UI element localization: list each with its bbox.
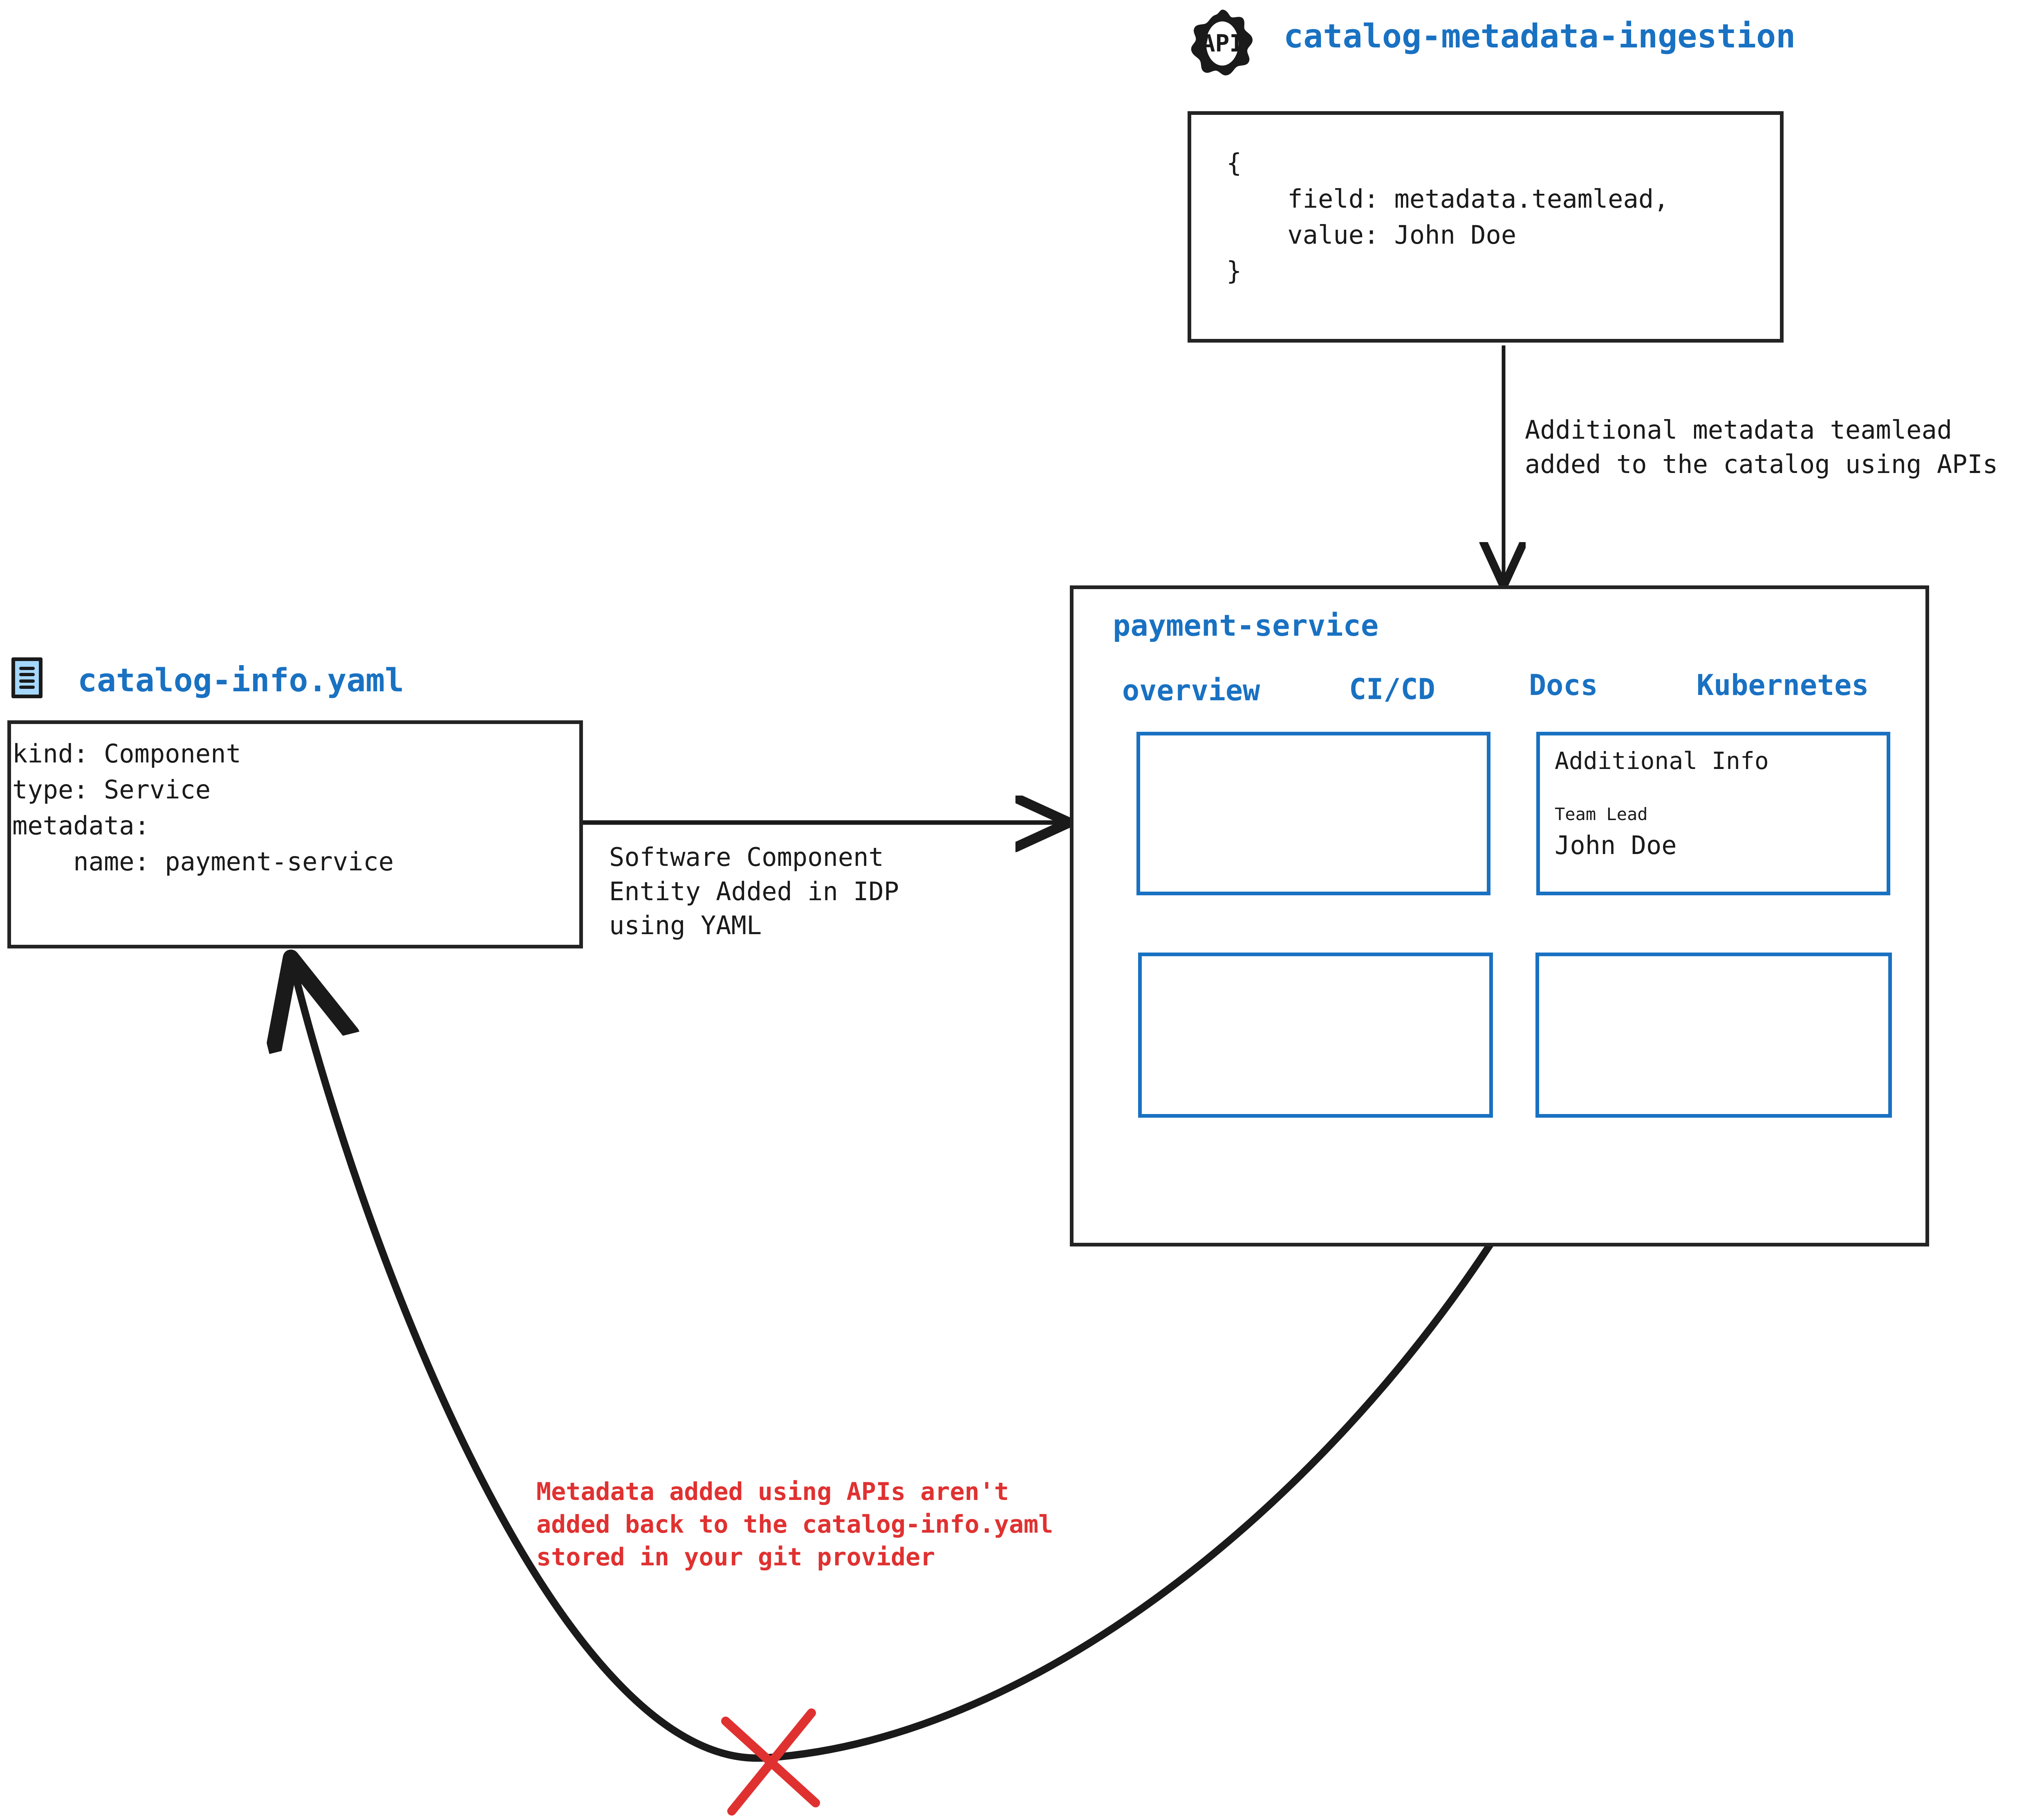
red-cross-mark — [721, 1708, 820, 1816]
api-node-title: catalog-metadata-ingestion — [1284, 17, 1796, 55]
lower-left-card[interactable] — [1138, 953, 1493, 1118]
idp-entity-panel — [1070, 585, 1929, 1246]
yaml-content-code: kind: Component type: Service metadata: … — [12, 739, 394, 877]
lower-right-card[interactable] — [1535, 953, 1892, 1118]
tab-overview[interactable]: overview — [1122, 674, 1260, 707]
yaml-node-title: catalog-info.yaml — [78, 662, 404, 699]
api-payload-code: { field: metadata.teamlead, value: John … — [1226, 148, 1669, 286]
team-lead-label: Team Lead — [1555, 804, 1648, 824]
warning-note: Metadata added using APIs aren't added b… — [536, 1477, 1053, 1571]
api-gear-icon: API — [1186, 8, 1259, 82]
additional-info-title: Additional Info — [1555, 747, 1769, 775]
yaml-edge-label: Software Component Entity Added in IDP u… — [609, 842, 899, 941]
yaml-file-icon — [11, 657, 43, 698]
team-lead-value: John Doe — [1555, 830, 1677, 860]
yaml-content-box — [7, 720, 583, 948]
additional-info-card[interactable]: Additional Info Team Lead John Doe — [1536, 732, 1890, 895]
api-payload-box — [1188, 111, 1784, 343]
tab-kubernetes[interactable]: Kubernetes — [1697, 668, 1869, 702]
overview-card[interactable] — [1136, 732, 1490, 895]
tab-docs[interactable]: Docs — [1529, 668, 1598, 702]
api-edge-label: Additional metadata teamlead added to th… — [1525, 415, 1998, 479]
api-icon-label: API — [1201, 29, 1244, 57]
idp-entity-name: payment-service — [1113, 608, 1379, 643]
tab-cicd[interactable]: CI/CD — [1349, 673, 1435, 706]
